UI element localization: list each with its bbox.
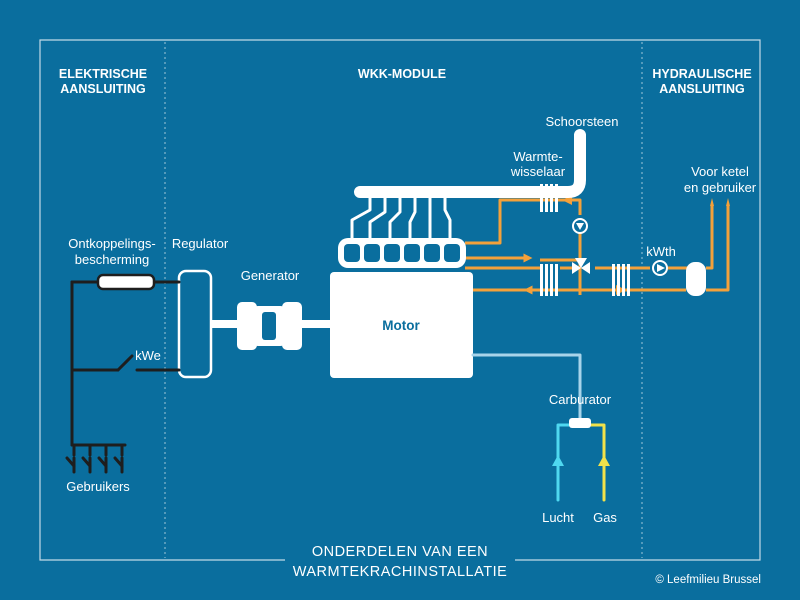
chimney-label: Schoorsteen [546,114,619,129]
intake-system [471,353,606,502]
section-electric-header-line2: AANSLUITING [60,82,145,96]
motor-block [330,272,473,378]
exhaust-system [350,129,586,242]
electrical-wiring [65,280,181,474]
kwe-label: kWe [135,348,161,363]
air-label: Lucht [542,510,574,525]
pump-icon [572,218,588,234]
buffer-vessel [686,262,706,296]
users-label: Gebruikers [66,479,130,494]
regulator-box [177,269,213,379]
copyright-text: © Leefmilieu Brussel [655,574,761,586]
diagram-title-line2: WARMTEKRACHINSTALLATIE [293,564,508,580]
decoupling-protection-fuse [96,273,156,291]
diagram-title-line1: ONDERDELEN VAN EEN [312,544,488,560]
air-flow-arrow-icon [552,455,564,466]
heat-exchanger-cooling [540,264,558,296]
gas-label: Gas [593,510,617,525]
kwth-label: kWth [646,244,676,259]
heat-exchanger-label-line2: wisselaar [510,164,566,179]
flow-arrow-icon [726,198,730,206]
decoupling-label-line1: Ontkoppelings- [68,236,155,251]
gas-flow-arrow-icon [598,455,610,466]
carburetor-label: Carburator [549,392,612,407]
boiler-user-label-line1: Voor ketel [691,164,749,179]
flow-meter-icon [652,260,668,276]
section-electric-header-line1: ELEKTRISCHE [59,67,147,81]
diagram-frame [39,39,761,561]
generator [237,302,302,350]
section-hydraulic-header-line1: HYDRAULISCHE [652,67,751,81]
three-way-valve-icon [572,258,590,274]
cylinder-block [338,238,466,268]
section-hydraulic-header-line2: AANSLUITING [659,82,744,96]
heat-exchanger-label-line1: Warmte- [513,149,562,164]
boiler-user-label-line2: en gebruiker [684,180,757,195]
decoupling-label-line2: bescherming [75,252,149,267]
motor-label: Motor [382,318,420,333]
section-module-header: WKK-MODULE [358,67,446,81]
flow-arrow-icon [710,198,714,206]
generator-label: Generator [241,268,300,283]
heat-exchanger-exhaust [540,184,558,212]
carburetor-body [569,418,591,428]
regulator-label: Regulator [172,236,229,251]
heat-exchanger-output [612,264,630,296]
